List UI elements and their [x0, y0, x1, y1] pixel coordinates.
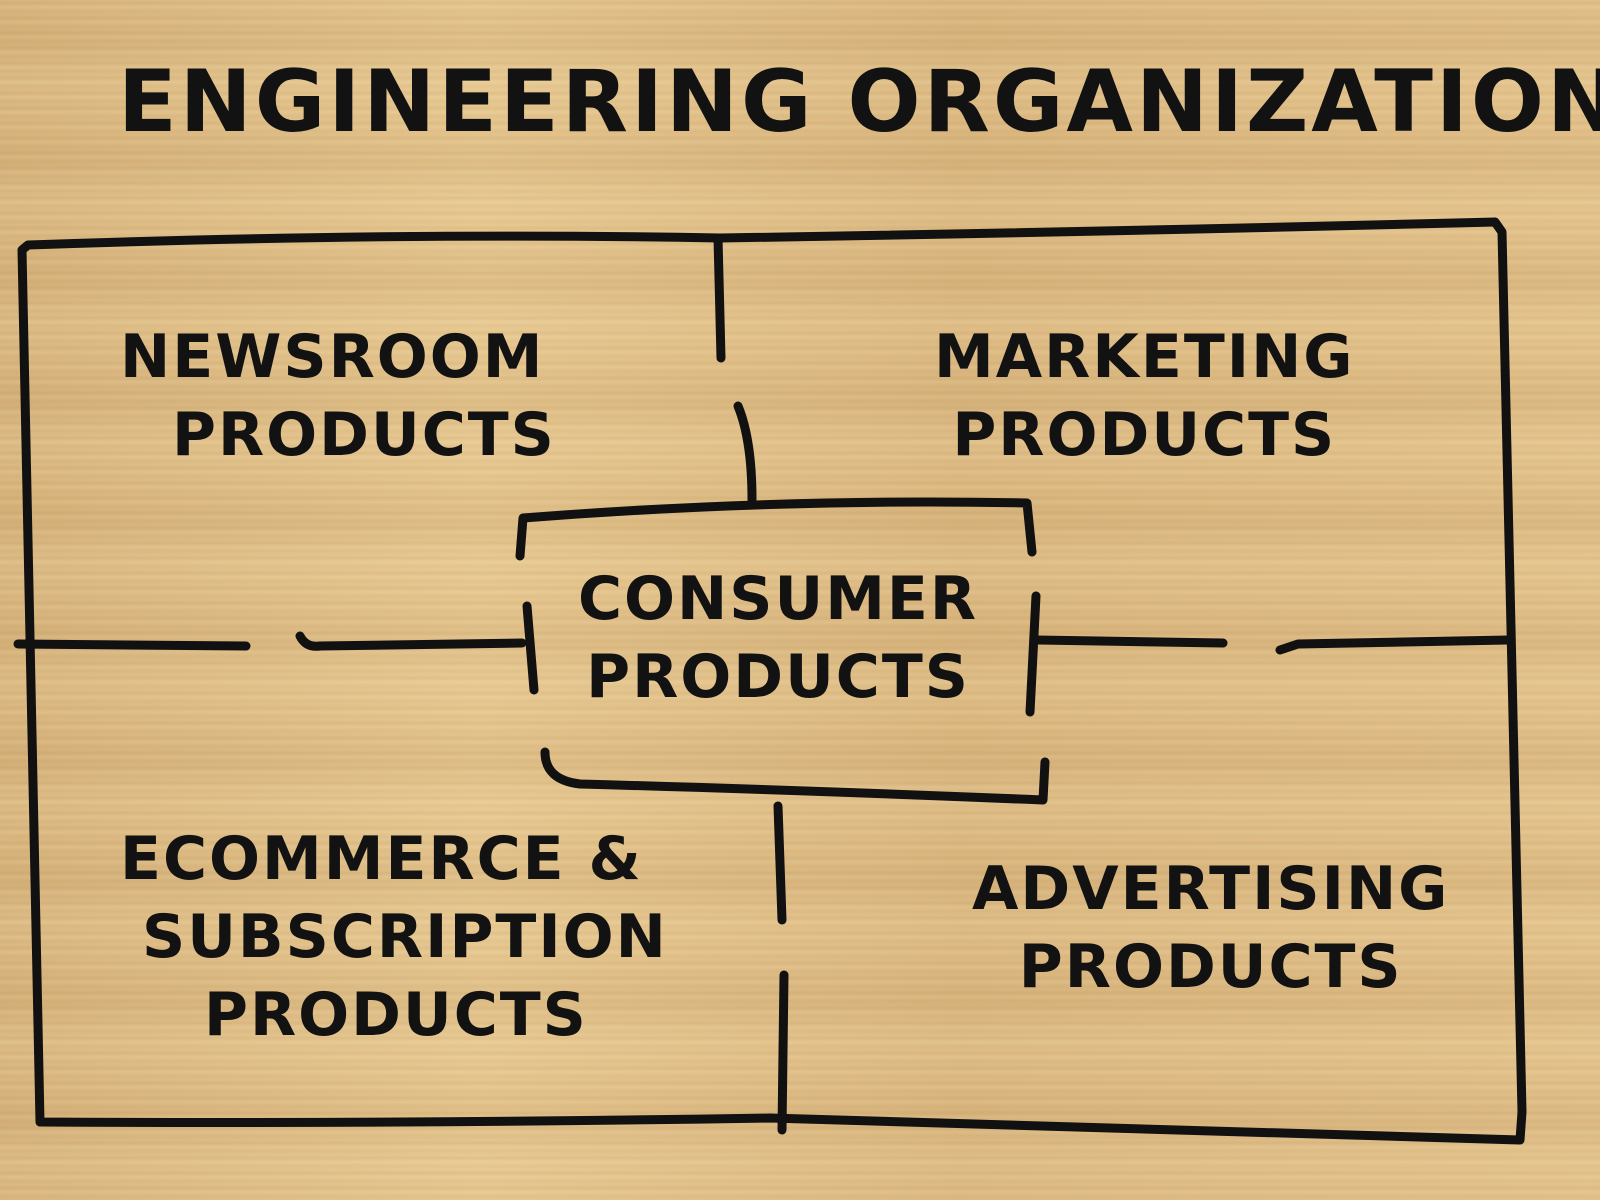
region-label-line: Products: [586, 642, 970, 712]
region-ecommerce-subscription-products: Ecommerce & Subscription Products: [120, 820, 668, 1054]
region-label-line: Advertising: [972, 854, 1450, 924]
region-label-line: Ecommerce &: [120, 824, 643, 894]
consumer-box-right: [1025, 591, 1041, 717]
left-divider-b: [295, 631, 527, 651]
bottom-divider-b: [777, 970, 789, 1135]
region-label-line: Marketing: [934, 322, 1355, 392]
bottom-divider-a: [773, 801, 787, 925]
left-divider-a: [13, 639, 251, 651]
consumer-box-bottom: [540, 747, 1050, 805]
region-consumer-products: Consumer Products: [578, 560, 978, 716]
region-marketing-products: Marketing Products: [934, 318, 1355, 474]
top-connector: [733, 401, 757, 505]
region-label-line: Subscription: [142, 902, 668, 972]
right-divider-a: [1033, 635, 1228, 648]
region-label-line: Consumer: [578, 564, 979, 634]
region-advertising-products: Advertising Products: [972, 850, 1449, 1006]
consumer-box-top: [515, 497, 1037, 561]
region-label-line: Newsroom: [120, 322, 545, 392]
diagram-title: Engineering Organization: [118, 52, 1600, 152]
right-divider-b: [1275, 635, 1513, 655]
region-label-line: Products: [1018, 932, 1403, 1002]
region-newsroom-products: Newsroom Products: [120, 318, 556, 474]
region-label-line: Products: [172, 400, 556, 470]
region-label-line: Products: [204, 980, 588, 1050]
region-label-line: Products: [952, 400, 1337, 470]
top-divider: [713, 233, 726, 363]
outer-frame: [17, 217, 1527, 1145]
consumer-box-left: [522, 601, 539, 695]
